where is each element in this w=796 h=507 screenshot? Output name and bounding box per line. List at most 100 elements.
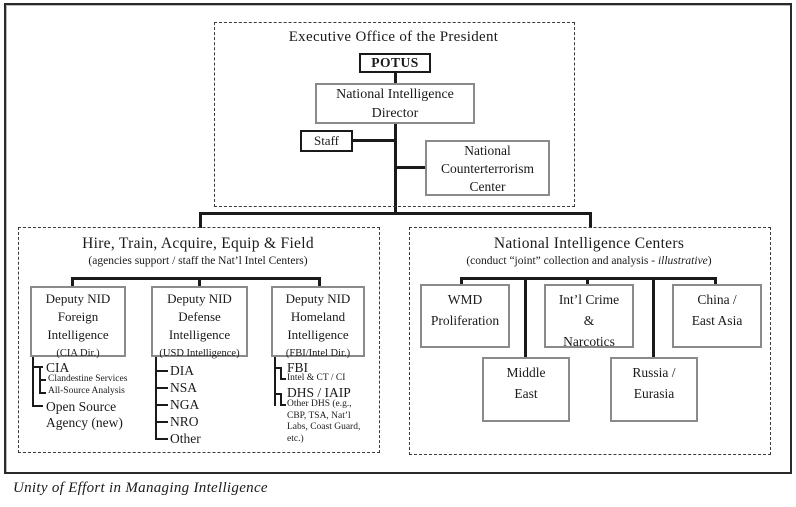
- bracket-tick-dhs: [274, 393, 282, 395]
- connector-drop-china: [714, 277, 717, 285]
- connector-drop-deputy-defense: [198, 277, 201, 287]
- list-item-dhs-iaip: DHS / IAIP: [287, 385, 351, 400]
- bracket-defense-main: [155, 357, 157, 439]
- nctc-label-line1: National: [464, 142, 511, 158]
- bracket-fbi-nested: [280, 367, 282, 380]
- center-russia-line2: Eurasia: [633, 386, 675, 401]
- centers-subtitle-suffix: ): [707, 255, 712, 267]
- bracket-tick-nga: [155, 404, 168, 406]
- connector-staff: [352, 139, 394, 142]
- deputy-foreign-line2: Foreign: [57, 309, 99, 324]
- eop-group-outline: [214, 22, 575, 207]
- nctc-box: National Counterterrorism Center: [425, 140, 550, 196]
- center-wmd-line2: Proliferation: [430, 313, 500, 328]
- bracket-tick-dia: [155, 370, 168, 372]
- centers-subtitle-illustrative: illustrative: [657, 255, 708, 267]
- staff-label: Staff: [313, 133, 340, 148]
- center-russia-line1: Russia /: [632, 365, 676, 380]
- center-wmd-box: WMD Proliferation: [420, 284, 510, 348]
- nid-label-line1: National Intelligence: [336, 87, 454, 102]
- deputy-foreign-box: Deputy NID Foreign Intelligence (CIA Dir…: [30, 286, 126, 359]
- deputy-defense-line2: Defense: [178, 309, 221, 324]
- connector-drop-left-panel: [199, 212, 202, 228]
- potus-label: POTUS: [371, 55, 419, 70]
- agencies-group-outline: [18, 227, 380, 453]
- connector-drop-wmd: [460, 277, 463, 285]
- bracket-homeland-main: [274, 357, 276, 406]
- center-russia-box: Russia / Eurasia: [610, 357, 698, 422]
- figure-caption: Unity of Effort in Managing Intelligence: [13, 480, 268, 496]
- centers-group-outline: [409, 227, 771, 455]
- deputy-foreign-line1: Deputy NID: [45, 291, 111, 306]
- list-item-dia: DIA: [170, 363, 194, 378]
- connector-potus-nid: [394, 72, 397, 84]
- agencies-subtitle: (agencies support / staff the Nat’l Inte…: [88, 255, 308, 267]
- staff-box: Staff: [300, 130, 353, 152]
- deputy-defense-line1: Deputy NID: [167, 291, 232, 306]
- connector-drop-russia: [652, 277, 655, 357]
- deputy-homeland-line2: Homeland: [290, 309, 346, 324]
- nid-label-line2: Director: [371, 106, 419, 121]
- list-item-nga: NGA: [170, 397, 200, 412]
- bracket-tick-nro: [155, 421, 168, 423]
- bracket-tick-fbi-sub: [280, 378, 286, 380]
- centers-title: National Intelligence Centers: [493, 235, 685, 252]
- nctc-label-line3: Center: [469, 178, 506, 194]
- center-china-line2: East Asia: [691, 313, 743, 328]
- list-item-nro: NRO: [170, 414, 199, 429]
- bracket-tick-allsource: [39, 392, 46, 394]
- bracket-tick-fbi: [274, 367, 282, 369]
- center-middle-east-line2: East: [514, 386, 538, 401]
- bracket-tick-nsa: [155, 387, 168, 389]
- connector-distribution: [199, 212, 592, 215]
- bracket-tick-cia: [32, 366, 43, 368]
- list-item-fbi-intel-ct-ci: Intel & CT / CI: [287, 373, 346, 383]
- potus-box: POTUS: [359, 53, 431, 73]
- agencies-title: Hire, Train, Acquire, Equip & Field: [82, 235, 314, 252]
- center-china-box: China / East Asia: [672, 284, 762, 348]
- eop-title: Executive Office of the President: [288, 29, 499, 45]
- centers-subtitle-prefix: (conduct “joint” collection and analysis…: [466, 255, 658, 267]
- bracket-tick-dhs-sub: [280, 404, 286, 406]
- connector-drop-middle-east: [524, 277, 527, 357]
- deputy-homeland-box: Deputy NID Homeland Intelligence (FBI/In…: [271, 286, 365, 359]
- deputy-foreign-line3: Intelligence: [47, 327, 109, 342]
- nctc-label-line2: Counterterrorism: [441, 160, 534, 176]
- list-item-open-source-agency: Open Source Agency (new): [46, 399, 123, 430]
- bracket-tick-other: [155, 438, 168, 440]
- connector-deputies-bus: [71, 277, 321, 280]
- nid-box: National Intelligence Director: [315, 83, 475, 124]
- center-middle-east-line1: Middle: [506, 365, 546, 380]
- deputy-defense-line3: Intelligence: [168, 327, 231, 342]
- center-middle-east-box: Middle East: [482, 357, 570, 422]
- center-crime-line3: Narcotics: [563, 334, 615, 349]
- bracket-tick-opensource: [32, 405, 43, 407]
- center-china-line1: China /: [697, 292, 737, 307]
- center-crime-line2: &: [583, 313, 595, 328]
- deputy-homeland-line1: Deputy NID: [285, 291, 351, 306]
- center-wmd-line1: WMD: [447, 292, 483, 307]
- list-item-other: Other: [170, 431, 201, 446]
- deputy-homeland-detail: (FBI/Intel Dir.): [285, 348, 351, 359]
- bracket-dhs-nested: [280, 393, 282, 406]
- deputy-defense-box: Deputy NID Defense Intelligence (USD Int…: [151, 286, 248, 359]
- center-crime-box: Int’l Crime & Narcotics: [544, 284, 634, 349]
- connector-drop-deputy-foreign: [71, 277, 74, 287]
- centers-subtitle: (conduct “joint” collection and analysis…: [409, 255, 769, 267]
- connector-nctc: [394, 166, 426, 169]
- connector-drop-right-panel: [589, 212, 592, 228]
- bracket-tick-clandestine: [39, 379, 46, 381]
- connector-drop-crime: [586, 277, 589, 285]
- connector-drop-deputy-homeland: [318, 277, 321, 287]
- deputy-defense-detail: (USD Intelligence): [159, 348, 240, 359]
- list-item-clandestine-services: Clandestine Services: [48, 374, 128, 384]
- list-item-fbi: FBI: [287, 360, 309, 375]
- deputy-foreign-detail: (CIA Dir.): [56, 348, 100, 359]
- center-crime-line1: Int’l Crime: [558, 292, 620, 307]
- list-item-all-source-analysis: All-Source Analysis: [48, 386, 125, 396]
- bracket-foreign-main: [32, 357, 34, 407]
- list-item-other-dhs: Other DHS (e.g., CBP, TSA, Nat’l Labs, C…: [287, 399, 361, 444]
- list-item-nsa: NSA: [170, 380, 198, 395]
- figure-border: [4, 3, 792, 474]
